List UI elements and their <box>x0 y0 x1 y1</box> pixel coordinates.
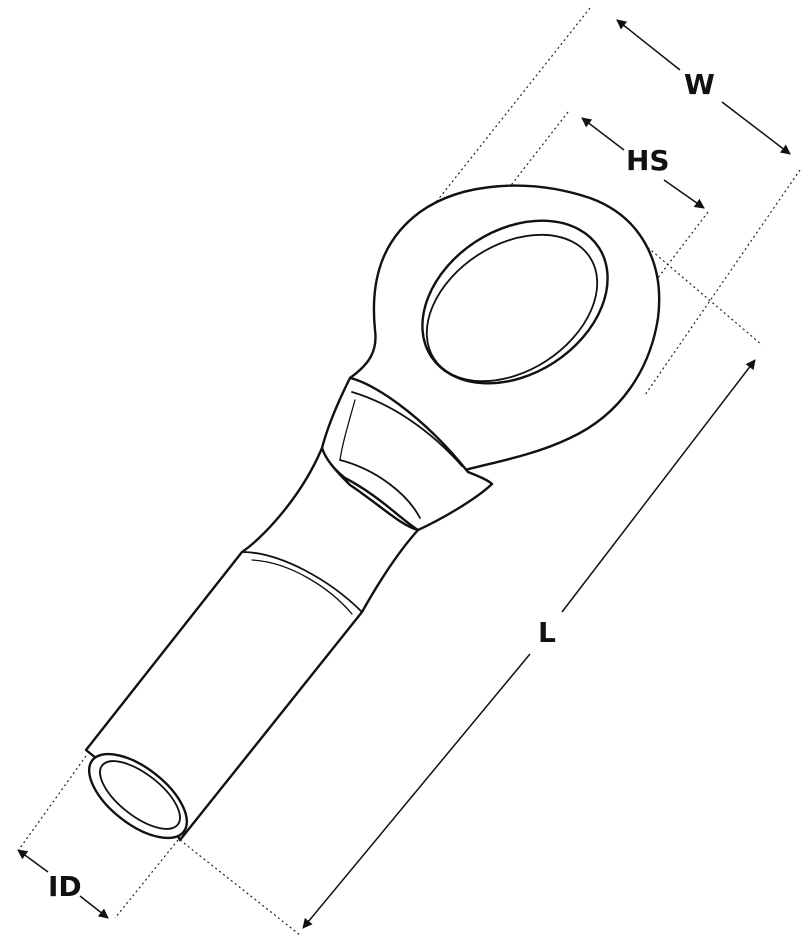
label-id: ID <box>48 870 82 903</box>
sleeve-band-shadow <box>251 559 353 615</box>
id-extension-left <box>19 755 87 849</box>
w-arrow-left <box>616 19 681 71</box>
hs-extension-left <box>469 111 569 239</box>
extension-lines <box>19 7 801 936</box>
w-extension-left <box>409 7 591 236</box>
collar-crease <box>339 399 356 461</box>
barrel-opening-inner <box>99 760 181 830</box>
sleeve-band-edge <box>241 551 363 613</box>
ring-hole-bore <box>425 233 599 383</box>
w-extension-right <box>644 169 801 396</box>
collar-fold-lower <box>339 459 421 519</box>
dimension-arrows <box>17 19 791 929</box>
w-arrow-right <box>721 101 791 155</box>
id-arrow-right <box>79 895 109 919</box>
label-w: W <box>684 68 715 101</box>
barrel-opening <box>87 752 189 840</box>
hs-arrow-right <box>663 179 705 209</box>
l-arrow-upper <box>561 359 756 613</box>
barrel-sleeve <box>84 446 420 842</box>
id-extension-right <box>114 839 179 919</box>
ring-terminal <box>84 184 661 842</box>
l-arrow-lower <box>302 653 531 929</box>
label-hs: HS <box>626 144 670 177</box>
l-extension-bottom <box>179 839 301 936</box>
id-arrow-left <box>17 849 49 873</box>
hs-arrow-left <box>581 117 625 151</box>
label-l: L <box>538 616 556 649</box>
collar-fold-upper <box>351 391 463 467</box>
dimension-labels: W HS L ID <box>48 68 715 903</box>
